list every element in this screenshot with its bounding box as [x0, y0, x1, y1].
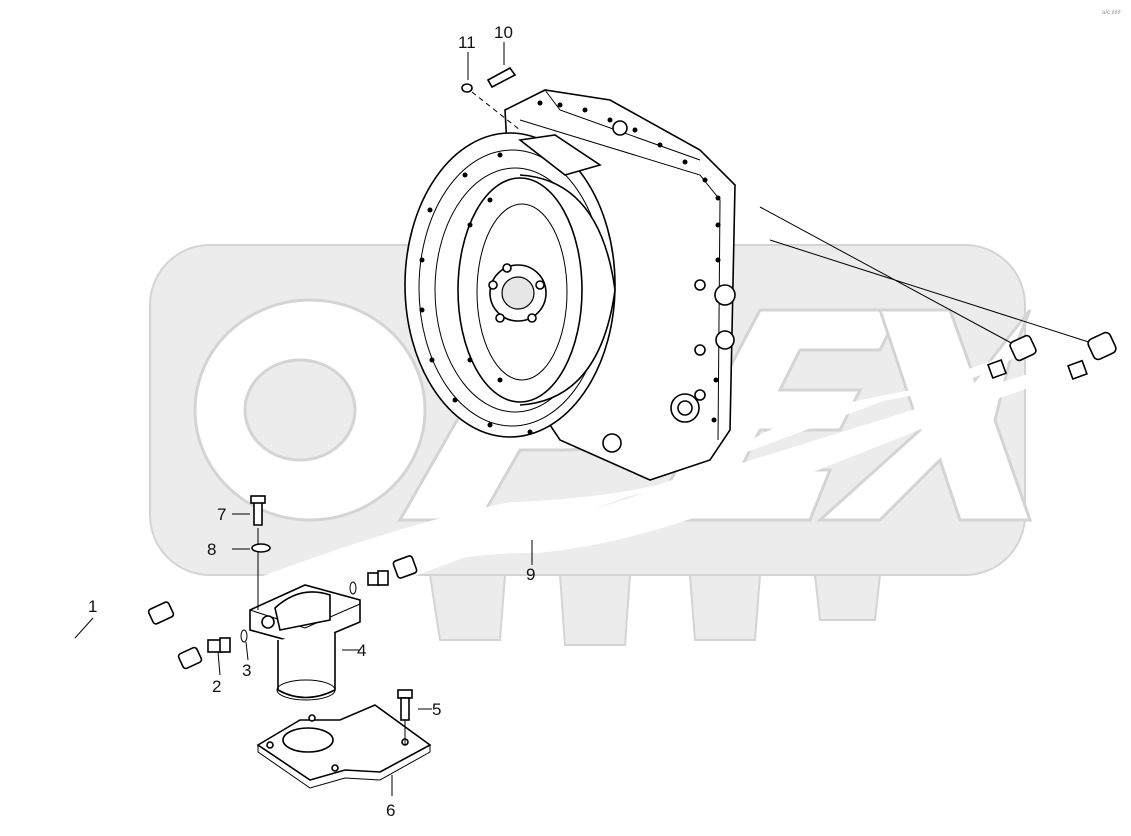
callout-4: 4: [357, 641, 366, 660]
hose-9: [392, 331, 1117, 579]
reference-lines: [471, 91, 1099, 346]
callouts: 1 2 3 4 5 6 7 8 9 10 11 a/c ∂∂∂: [88, 9, 1121, 820]
callout-10: 10: [494, 23, 513, 42]
corner-note: a/c ∂∂∂: [1102, 9, 1121, 16]
callout-5: 5: [432, 700, 441, 719]
callout-1: 1: [88, 597, 97, 616]
callout-9: 9: [526, 565, 535, 584]
bracket-plate-6: [256, 704, 432, 789]
callout-6: 6: [386, 801, 395, 820]
filter-head-4: [249, 584, 361, 701]
transmission-housing: [404, 89, 736, 493]
callout-7: 7: [217, 505, 226, 524]
small-parts: [207, 66, 517, 745]
callout-11: 11: [458, 33, 476, 52]
callout-8: 8: [207, 540, 216, 559]
callout-leaders: [74, 42, 533, 796]
callout-2: 2: [212, 677, 221, 696]
callout-3: 3: [242, 661, 251, 680]
